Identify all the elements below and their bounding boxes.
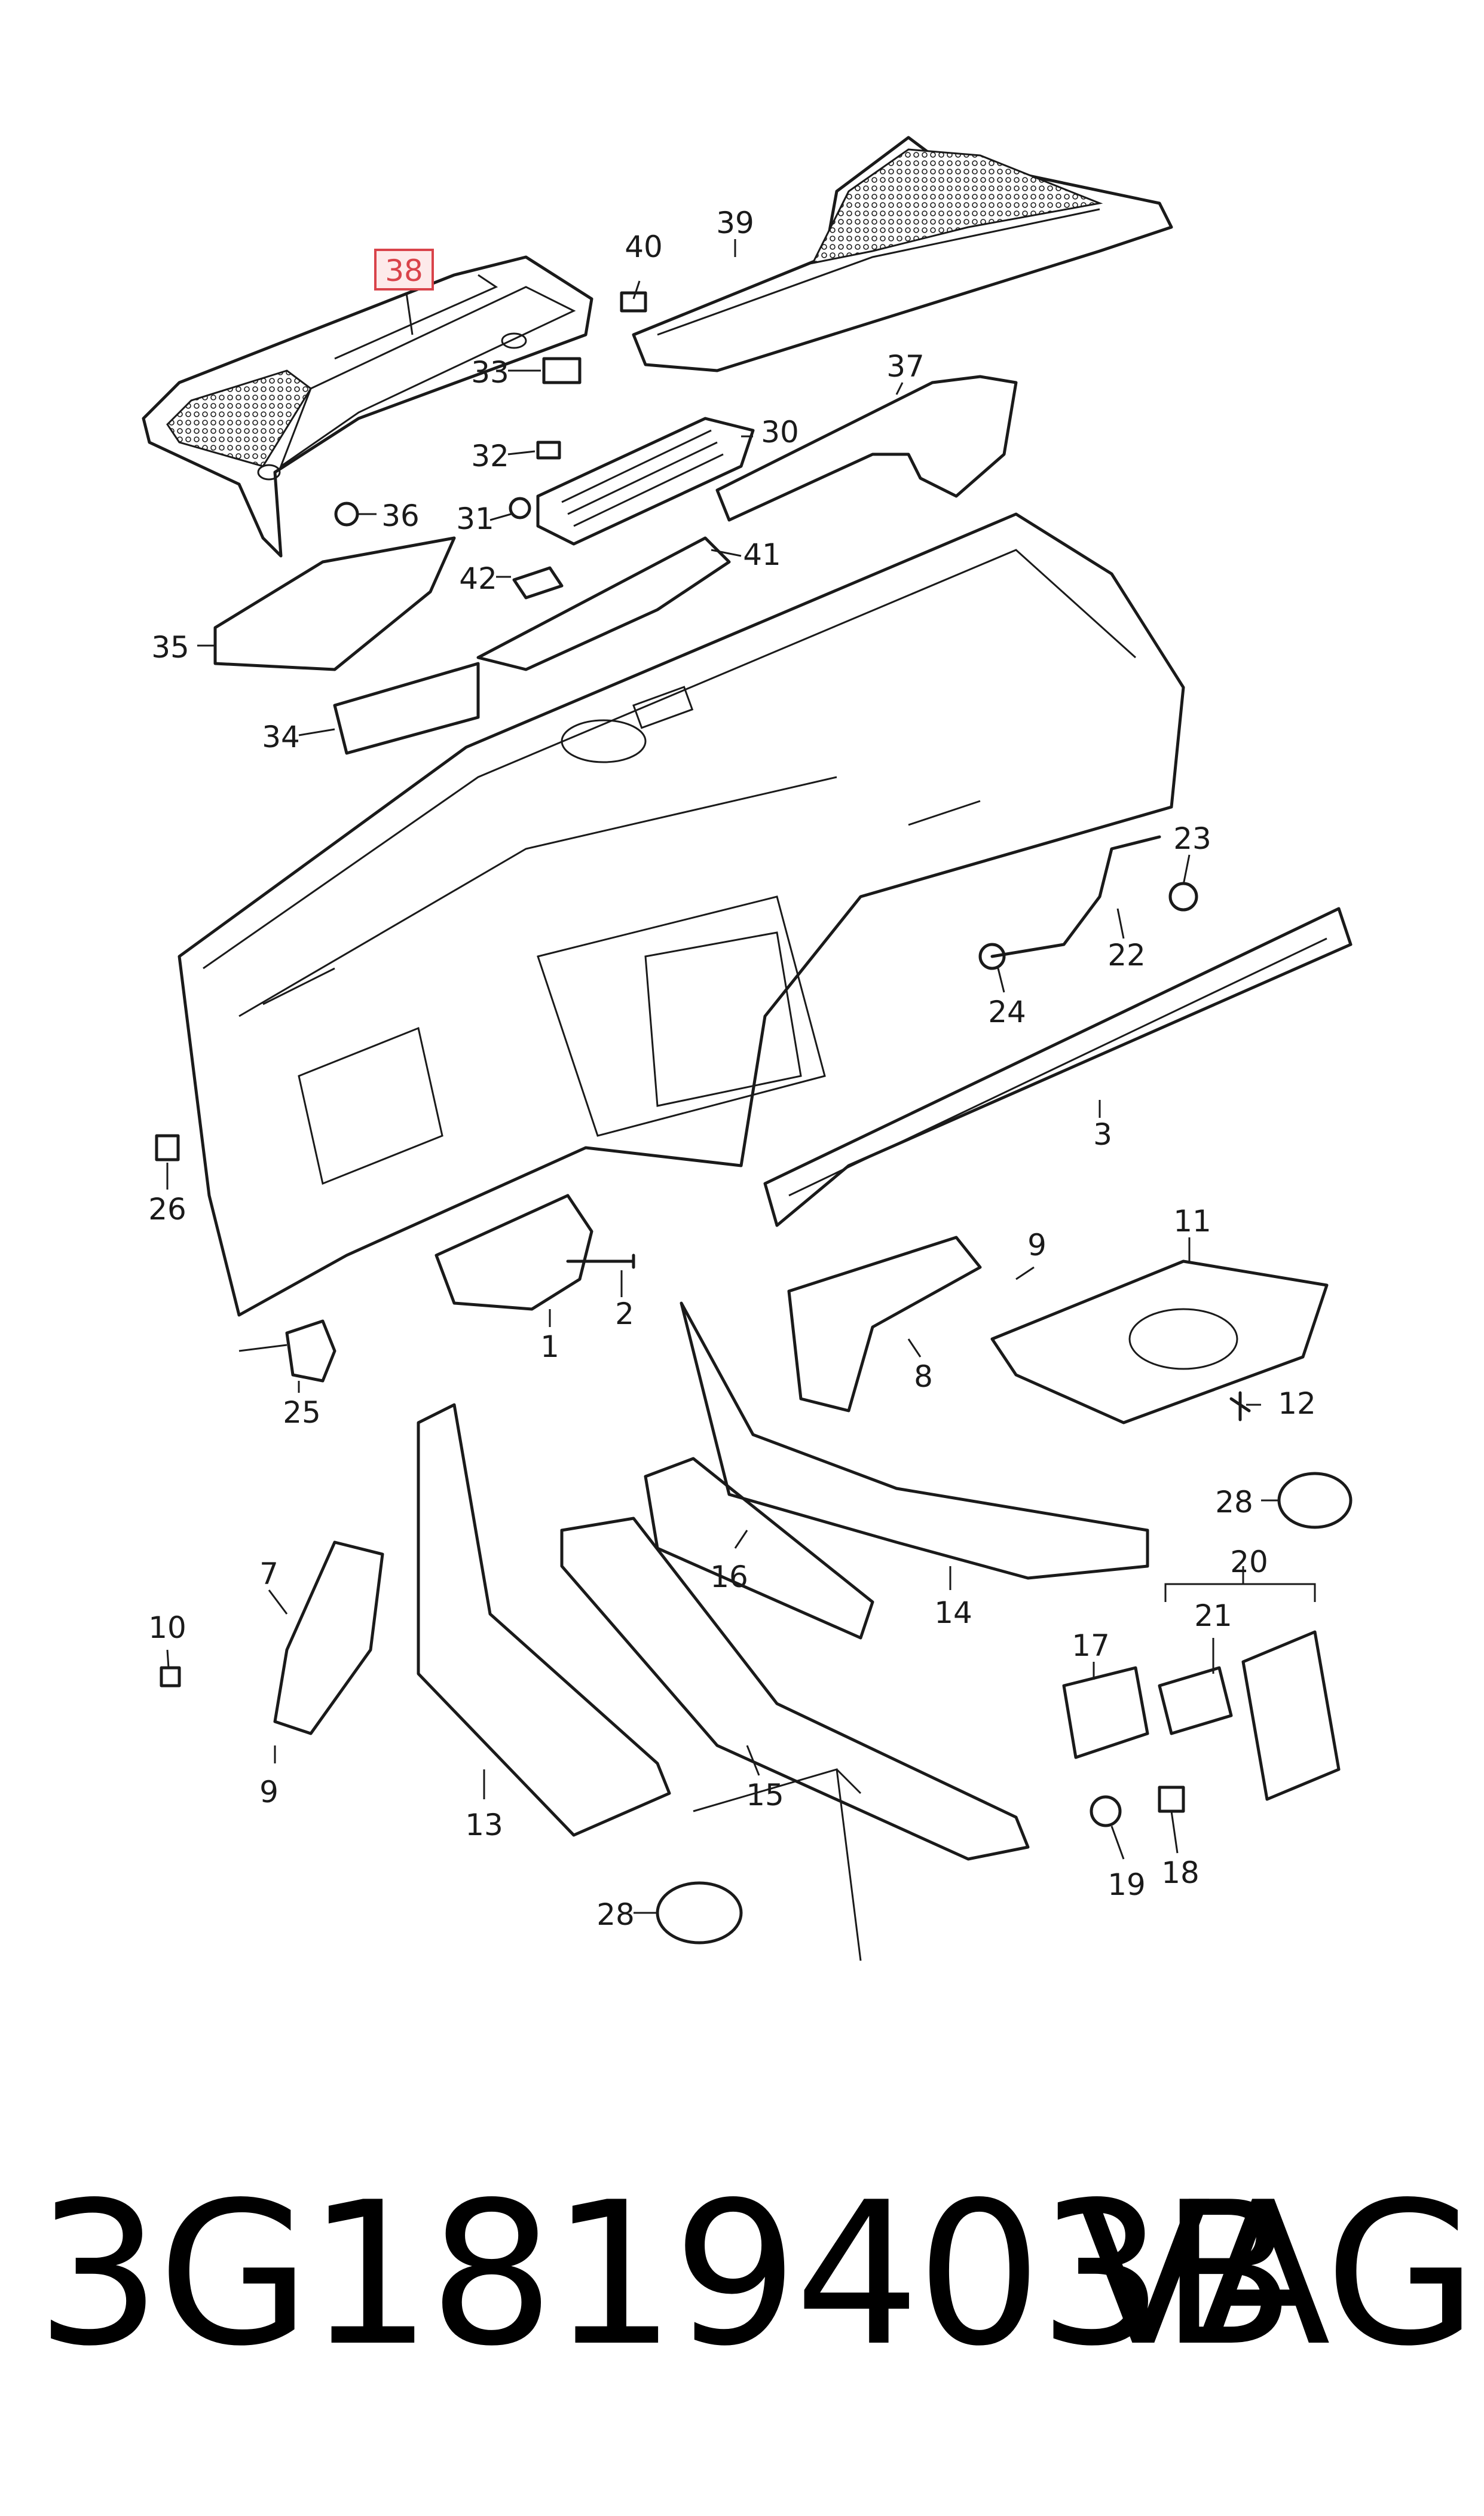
part-18-clip xyxy=(1158,1786,1185,1813)
label-24: 24 xyxy=(988,995,1026,1029)
label-30: 30 xyxy=(761,415,799,450)
label-38: 38 xyxy=(385,253,423,288)
label-42: 42 xyxy=(459,561,497,596)
label-22: 22 xyxy=(1107,938,1146,973)
label-18: 18 xyxy=(1161,1855,1200,1890)
part-13-duct xyxy=(417,1403,671,1837)
label-28-upper: 28 xyxy=(1215,1485,1253,1520)
part-26-clip xyxy=(155,1134,180,1161)
part-23-fitting xyxy=(1168,882,1198,912)
part-28-plug-top xyxy=(1277,1472,1353,1529)
part-1-vent-housing xyxy=(435,1194,593,1311)
label-23: 23 xyxy=(1173,821,1211,856)
part-42-clip xyxy=(512,566,564,600)
label-32: 32 xyxy=(471,439,509,473)
label-11: 11 xyxy=(1173,1204,1211,1239)
label-13: 13 xyxy=(465,1808,503,1842)
part-30-grille xyxy=(536,417,755,546)
label-9-lower: 9 xyxy=(259,1775,279,1809)
label-36: 36 xyxy=(381,499,420,533)
brand-name: VAG xyxy=(1076,2160,1477,2389)
part-7-duct xyxy=(273,1540,384,1735)
label-9-upper: 9 xyxy=(1027,1228,1047,1262)
footer-banner: 3G1819403B VAG xyxy=(0,2128,1484,2463)
label-19: 19 xyxy=(1107,1867,1146,1902)
part-19-clip xyxy=(1090,1795,1122,1827)
part-number: 3G1819403B xyxy=(36,2160,1296,2389)
part-20-panel xyxy=(1241,1630,1341,1801)
label-38-highlight-box xyxy=(374,249,434,291)
label-14: 14 xyxy=(934,1595,972,1630)
part-35-vent-frame xyxy=(213,536,456,671)
label-25: 25 xyxy=(283,1395,321,1430)
label-21: 21 xyxy=(1194,1598,1232,1633)
label-2: 2 xyxy=(615,1297,634,1331)
part-22-hose xyxy=(990,835,1161,958)
label-16: 16 xyxy=(710,1560,748,1594)
label-28-lower: 28 xyxy=(596,1897,635,1932)
label-8: 8 xyxy=(914,1359,933,1394)
label-40: 40 xyxy=(625,230,663,264)
label-41: 41 xyxy=(743,537,781,572)
part-10-clip xyxy=(160,1666,181,1687)
label-12: 12 xyxy=(1278,1386,1316,1421)
part-38-cowl-panel-left xyxy=(142,255,593,558)
label-7: 7 xyxy=(259,1557,279,1591)
part-31-nut xyxy=(509,497,531,519)
callout-labels: 38 40 39 37 33 32 30 31 36 42 41 35 34 2… xyxy=(148,206,1316,1932)
part-11-tray xyxy=(990,1259,1329,1424)
part-39-cowl-panel-right xyxy=(632,136,1173,372)
label-3: 3 xyxy=(1093,1117,1112,1152)
center-console-fragment xyxy=(693,1768,862,1961)
part-14-duct xyxy=(680,1301,1149,1580)
part-21-vent xyxy=(1158,1666,1233,1735)
part-32-clip xyxy=(536,441,561,460)
label-39: 39 xyxy=(716,206,754,240)
part-40-clip xyxy=(620,291,647,313)
part-16-duct xyxy=(644,1457,874,1640)
part-41-cover xyxy=(476,536,731,671)
part-37-bracket xyxy=(715,375,1018,522)
label-20: 20 xyxy=(1230,1545,1268,1579)
part-25-sensor xyxy=(285,1319,336,1383)
part-8-duct xyxy=(787,1236,982,1413)
leader-lines xyxy=(166,239,1279,1914)
part-28-plug-bottom xyxy=(656,1881,743,1945)
label-35: 35 xyxy=(151,630,189,665)
part-3-air-duct xyxy=(763,907,1353,1227)
label-31: 31 xyxy=(456,502,494,536)
part-34-vent-grille xyxy=(333,662,480,755)
label-37: 37 xyxy=(886,349,925,384)
label-33: 33 xyxy=(471,355,509,390)
dashboard-body xyxy=(178,512,1185,1317)
part-36-screw xyxy=(334,502,359,527)
label-1: 1 xyxy=(540,1329,559,1364)
part-12-screw xyxy=(1229,1391,1251,1421)
part-24-plug xyxy=(978,943,1006,970)
part-33-switch xyxy=(542,357,582,384)
part-17-vent xyxy=(1062,1666,1149,1759)
label-17: 17 xyxy=(1072,1628,1110,1663)
label-26: 26 xyxy=(148,1192,186,1227)
label-15: 15 xyxy=(746,1778,784,1812)
label-10: 10 xyxy=(148,1610,186,1645)
label-34: 34 xyxy=(262,720,300,754)
part-15-duct xyxy=(560,1517,1030,1861)
part-2-screw xyxy=(566,1254,635,1269)
parts-diagram: 38 40 39 37 33 32 30 31 36 42 41 35 34 2… xyxy=(142,136,1353,1961)
